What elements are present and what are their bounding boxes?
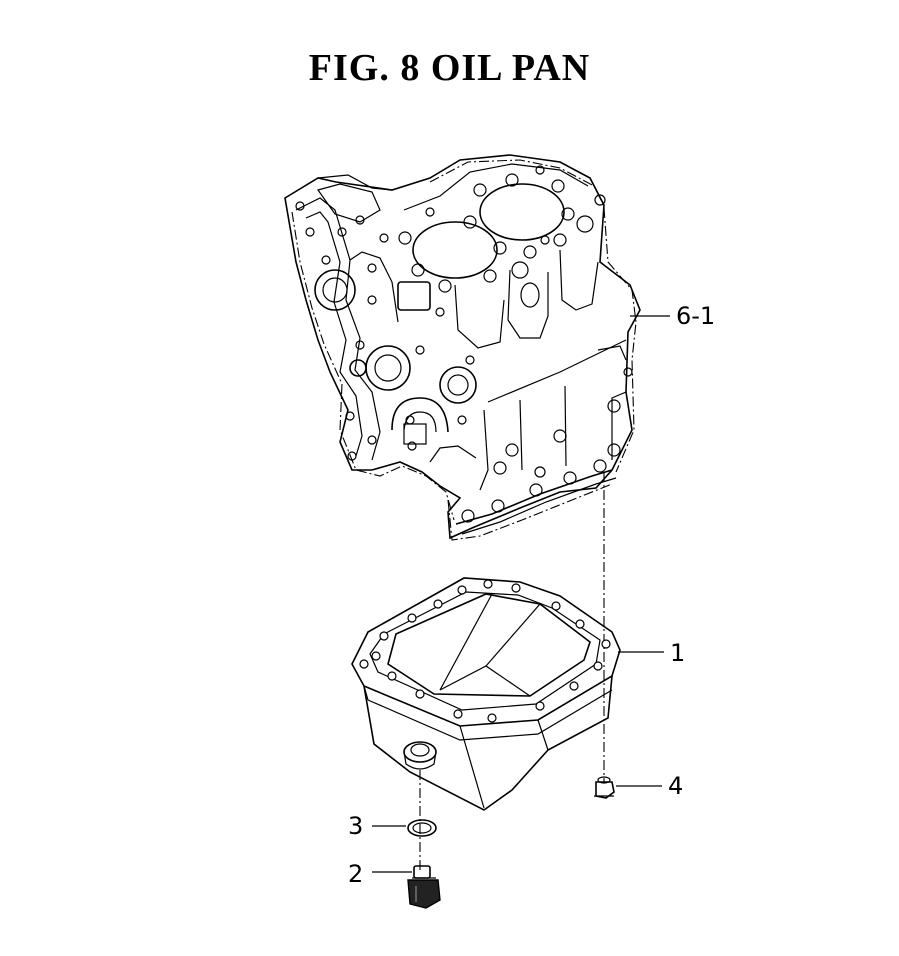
callout-label-oil-pan: 1 <box>670 639 685 667</box>
gasket-drawing <box>407 819 437 837</box>
callout-label-bolt: 4 <box>668 772 683 800</box>
cylinder-block-drawing <box>284 154 641 541</box>
callout-label-block: 6-1 <box>676 302 715 330</box>
oil-pan-drawing <box>351 577 621 811</box>
callout-label-gasket: 3 <box>348 812 363 840</box>
bolt-drawing <box>594 776 615 799</box>
callout-label-drain-plug: 2 <box>348 860 363 888</box>
figure-title: FIG. 8 OIL PAN <box>308 47 591 89</box>
drain-plug-drawing <box>407 865 441 909</box>
